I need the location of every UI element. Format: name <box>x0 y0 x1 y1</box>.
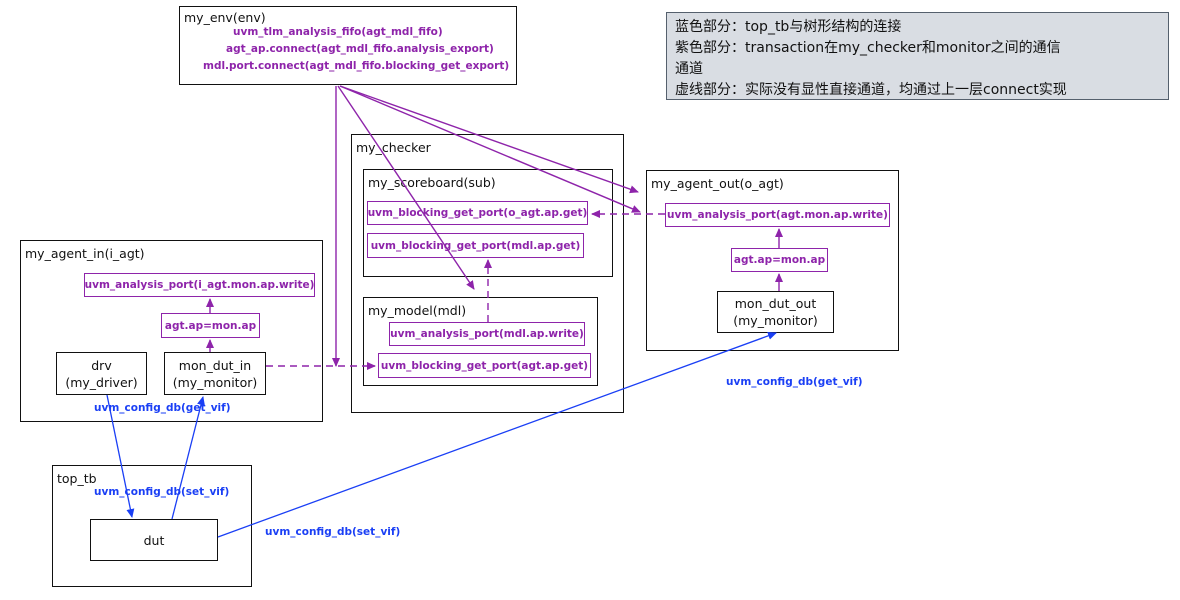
agent-in-ap-assign: agt.ap=mon.ap <box>161 313 260 338</box>
dut-label: dut <box>143 532 165 548</box>
top-tb-config-set: uvm_config_db(set_vif) <box>94 486 230 498</box>
model-get-port: uvm_blocking_get_port(agt.ap.get) <box>378 353 591 378</box>
legend-dashed: 虚线部分：实际没有显性直接通道，均通过上一层connect实现 <box>675 82 1067 98</box>
dut-box: dut <box>90 519 218 561</box>
env-title: my_env(env) <box>184 10 266 25</box>
agent-out-title: my_agent_out(o_agt) <box>651 176 784 191</box>
env-fifo-text: uvm_tlm_analysis_fifo(agt_mdl_fifo) <box>233 26 443 38</box>
scoreboard-get-port-mdl: uvm_blocking_get_port(mdl.ap.get) <box>367 233 584 258</box>
agent-out-monitor-box: mon_dut_out (my_monitor) <box>717 291 834 333</box>
config-get-out-label: uvm_config_db(get_vif) <box>726 376 863 388</box>
agent-in-title: my_agent_in(i_agt) <box>25 246 145 261</box>
agent-in-monitor-type: (my_monitor) <box>172 374 258 390</box>
agent-in-analysis-port: uvm_analysis_port(i_agt.mon.ap.write) <box>84 273 315 297</box>
agent-in-config-get: uvm_config_db(get_vif) <box>94 402 231 414</box>
agent-out-monitor-name: mon_dut_out <box>734 296 817 311</box>
env-connect-analysis-text: agt_ap.connect(agt_mdl_fifo.analysis_exp… <box>226 43 494 55</box>
agent-in-driver-type: (my_driver) <box>65 374 138 390</box>
agent-in-monitor-box: mon_dut_in (my_monitor) <box>164 352 266 395</box>
legend-purple: 紫色部分：transaction在my_checker和monitor之间的通信 <box>675 40 1061 56</box>
agent-in-monitor-name: mon_dut_in <box>178 357 252 373</box>
checker-title: my_checker <box>356 140 431 155</box>
agent-in-driver-box: drv (my_driver) <box>56 352 147 395</box>
scoreboard-get-port-oagt: uvm_blocking_get_port(o_agt.ap.get) <box>367 201 588 225</box>
model-analysis-port: uvm_analysis_port(mdl.ap.write) <box>389 322 585 346</box>
env-connect-blocking-text: mdl.port.connect(agt_mdl_fifo.blocking_g… <box>203 60 510 72</box>
config-set-out-label: uvm_config_db(set_vif) <box>265 526 401 538</box>
legend-box: 蓝色部分：top_tb与树形结构的连接 紫色部分：transaction在my_… <box>666 12 1169 100</box>
agent-out-ap-assign: agt.ap=mon.ap <box>731 248 828 272</box>
legend-blue: 蓝色部分：top_tb与树形结构的连接 <box>675 19 902 35</box>
legend-purple-cont: 通道 <box>675 61 703 77</box>
top-tb-title: top_tb <box>57 471 97 486</box>
agent-in-driver-name: drv <box>91 357 112 373</box>
agent-out-analysis-port: uvm_analysis_port(agt.mon.ap.write) <box>665 203 890 227</box>
model-title: my_model(mdl) <box>368 303 467 318</box>
agent-out-monitor-type: (my_monitor) <box>733 313 818 328</box>
env-box <box>179 6 517 85</box>
scoreboard-title: my_scoreboard(sub) <box>368 175 496 190</box>
